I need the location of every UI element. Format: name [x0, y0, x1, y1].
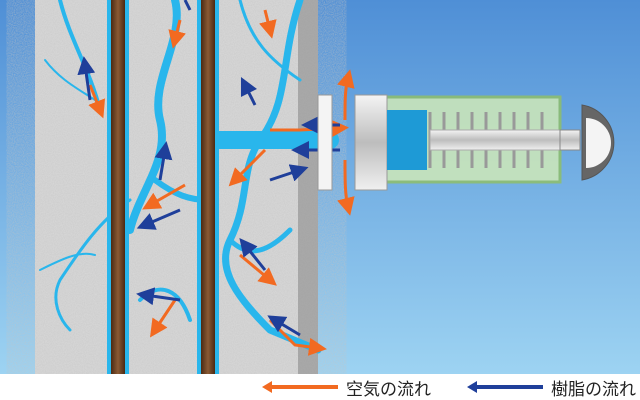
orange-arrow-icon — [262, 381, 338, 393]
injection-diagram — [0, 0, 640, 374]
injector-nozzle — [317, 94, 333, 191]
legend-resin-flow: 樹脂の流れ — [467, 374, 636, 400]
injector — [317, 94, 615, 191]
concrete-wall — [35, 0, 318, 374]
blue-arrow-icon — [467, 381, 543, 393]
resin-flow-label: 樹脂の流れ — [551, 379, 636, 400]
air-flow-label: 空気の流れ — [346, 379, 431, 400]
rebar-rods — [111, 0, 215, 374]
legend-air-flow: 空気の流れ — [262, 374, 431, 400]
